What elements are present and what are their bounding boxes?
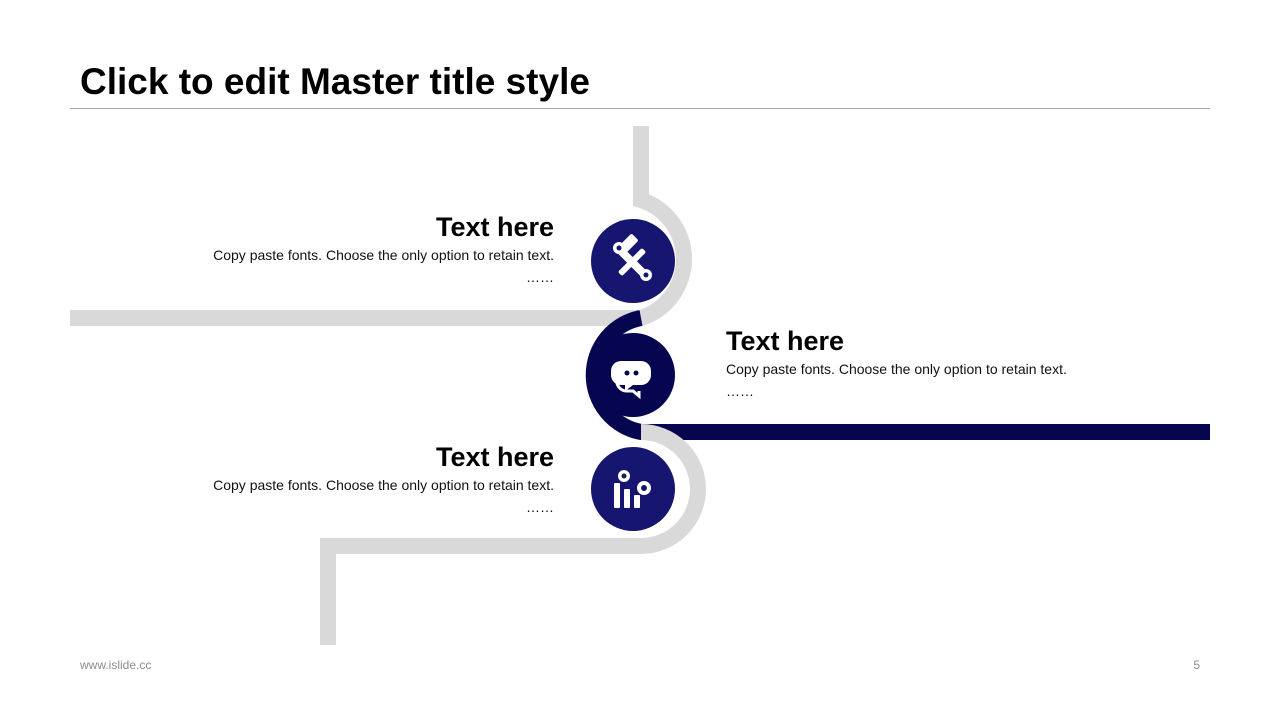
item-2-body[interactable]: Copy paste fonts. Choose the only option… (726, 361, 1067, 377)
item-2-icon-circle (591, 333, 675, 417)
item-3-heading[interactable]: Text here (435, 442, 554, 472)
page-number: 5 (1193, 658, 1200, 672)
item-3-icon-circle (591, 447, 675, 531)
item-3-ellipsis: …… (526, 499, 554, 515)
item-1-heading[interactable]: Text here (435, 212, 554, 242)
item-3-body[interactable]: Copy paste fonts. Choose the only option… (213, 477, 554, 493)
item-1-icon-circle (591, 219, 675, 303)
title-divider (70, 108, 1210, 109)
chat-bubbles-icon (591, 333, 675, 417)
slide-title[interactable]: Click to edit Master title style (80, 61, 590, 102)
item-1-ellipsis: …… (526, 269, 554, 285)
track-segment-top (70, 126, 692, 326)
item-2-ellipsis: …… (726, 383, 754, 399)
item-2: Text here Copy paste fonts. Choose the o… (726, 324, 1146, 402)
item-1: Text here Copy paste fonts. Choose the o… (150, 210, 554, 288)
item-1-body[interactable]: Copy paste fonts. Choose the only option… (213, 247, 554, 263)
tools-icon (591, 219, 675, 303)
bar-chart-gear-icon (591, 447, 675, 531)
item-2-heading[interactable]: Text here (726, 326, 845, 356)
footer-url: www.islide.cc (80, 658, 152, 672)
item-3: Text here Copy paste fonts. Choose the o… (150, 440, 554, 518)
track-segment-bottom (320, 424, 706, 645)
